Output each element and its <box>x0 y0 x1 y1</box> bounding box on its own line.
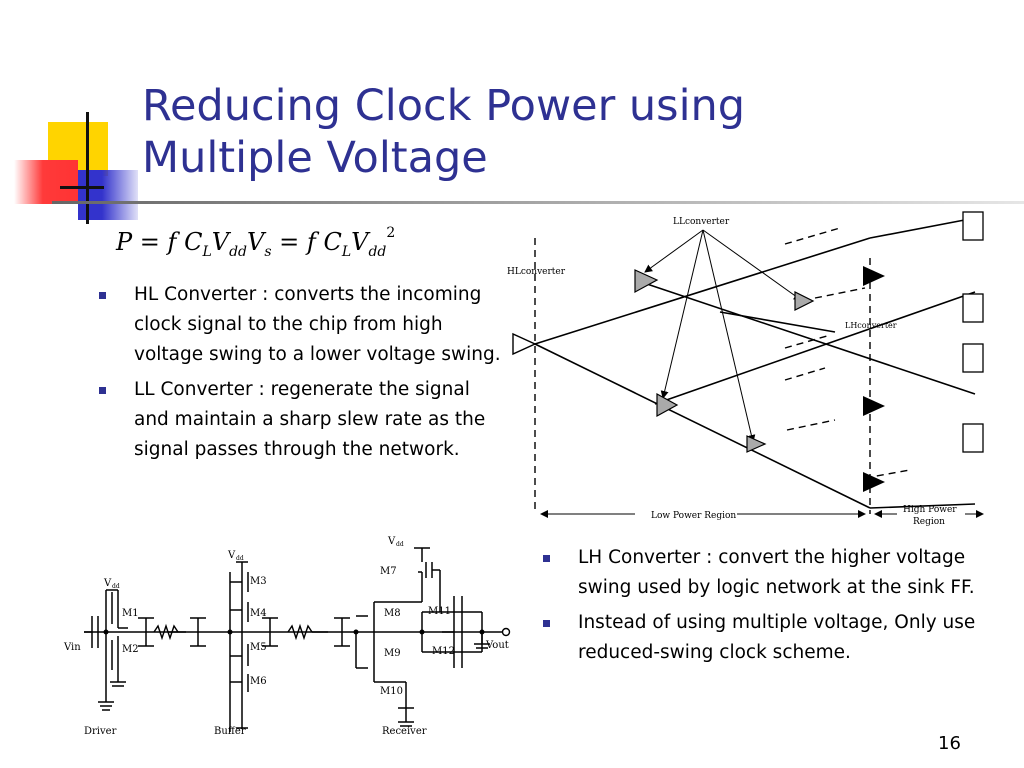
network-dashed-branches <box>534 227 911 514</box>
label-m6: M6 <box>250 676 267 687</box>
clock-network-diagram: LLconverter HLconverter LHconverter Low … <box>507 211 984 527</box>
bullet-list-right: LH Converter : convert the higher voltag… <box>534 543 994 673</box>
formula-l-1: L <box>202 243 212 260</box>
bullet-ll-converter: LL Converter : regenerate the signal and… <box>90 375 510 465</box>
lh-converter-buffers <box>863 266 885 492</box>
decor-horizontal-line <box>60 186 104 189</box>
circuit-labels: V dd V dd V dd M1 M2 M3 M4 M5 M6 M7 M8 M… <box>63 536 509 737</box>
bullet-hl-converter: HL Converter : converts the incoming clo… <box>90 280 510 370</box>
formula-c-2: C <box>323 228 342 256</box>
network-wires <box>534 217 976 509</box>
formula-eq-2: = <box>271 228 307 256</box>
label-vin: Vin <box>63 642 81 653</box>
formula-p: P <box>116 228 133 256</box>
label-m12: M12 <box>432 646 455 657</box>
label-m10: M10 <box>380 686 403 697</box>
label-receiver: Receiver <box>382 726 427 737</box>
circuit-nodes <box>103 629 485 635</box>
label-ll-converter: LLconverter <box>673 217 730 227</box>
formula-v-2: V <box>247 228 265 256</box>
decor-vertical-line <box>86 112 89 224</box>
label-m1: M1 <box>122 608 139 619</box>
bullet-reduced-swing: Instead of using multiple voltage, Only … <box>534 608 994 668</box>
bullet-list-left: HL Converter : converts the incoming clo… <box>90 280 510 470</box>
label-buffer: Buffer <box>214 726 246 737</box>
circuit-wires <box>84 547 502 732</box>
label-m4: M4 <box>250 608 267 619</box>
label-lh-converter: LHconverter <box>845 321 897 330</box>
label-vdd-buffer: V <box>227 550 236 561</box>
label-low-power-region: Low Power Region <box>651 511 736 521</box>
label-m5: M5 <box>250 642 267 653</box>
label-hl-converter: HLconverter <box>507 267 566 277</box>
title-line-2: Multiple Voltage <box>142 133 488 183</box>
formula-f-2: f <box>306 228 316 256</box>
power-formula: P = f CLVddVs = f CLVdd2 <box>116 225 396 260</box>
label-vdd-driver-sub: dd <box>112 583 120 590</box>
converter-circuit-diagram: V dd V dd V dd M1 M2 M3 M4 M5 M6 M7 M8 M… <box>63 536 511 737</box>
formula-dd-2: dd <box>368 243 387 260</box>
label-vdd-driver: V <box>103 578 112 589</box>
label-m8: M8 <box>384 608 401 619</box>
formula-v-3: V <box>351 228 369 256</box>
formula-v-1: V <box>211 228 230 256</box>
label-m9: M9 <box>384 648 401 659</box>
label-high-power-region-1: High Power <box>903 505 957 515</box>
sink-flip-flops <box>962 211 984 453</box>
label-m3: M3 <box>250 576 267 587</box>
label-high-power-region-2: Region <box>913 517 945 527</box>
label-vout: Vout <box>485 640 509 651</box>
label-m11: M11 <box>428 606 451 617</box>
network-arrows <box>540 229 984 518</box>
formula-f-1: f <box>167 228 177 256</box>
formula-dd-1: dd <box>229 243 248 260</box>
label-vdd-receiver: V <box>387 536 396 547</box>
formula-square: 2 <box>386 225 396 241</box>
label-vdd-buffer-sub: dd <box>236 555 244 562</box>
circuit-resistors <box>153 623 313 641</box>
formula-eq-1: = <box>132 228 168 256</box>
formula-s: s <box>264 243 272 260</box>
title-line-1: Reducing Clock Power using <box>142 81 746 131</box>
formula-c-1: C <box>184 228 203 256</box>
ll-converter-buffers <box>634 269 815 453</box>
label-vdd-receiver-sub: dd <box>396 541 404 548</box>
title-underline <box>52 201 1024 204</box>
page-number: 16 <box>938 733 961 754</box>
label-m7: M7 <box>380 566 397 577</box>
decor-red-square <box>14 160 78 204</box>
formula-l-2: L <box>341 243 352 260</box>
slide-title: Reducing Clock Power using Multiple Volt… <box>142 80 745 184</box>
hl-converter-buffer <box>512 332 537 356</box>
circuit-output-terminal <box>501 627 511 637</box>
bullet-lh-converter: LH Converter : convert the higher voltag… <box>534 543 994 603</box>
label-m2: M2 <box>122 644 139 655</box>
label-driver: Driver <box>84 726 117 737</box>
